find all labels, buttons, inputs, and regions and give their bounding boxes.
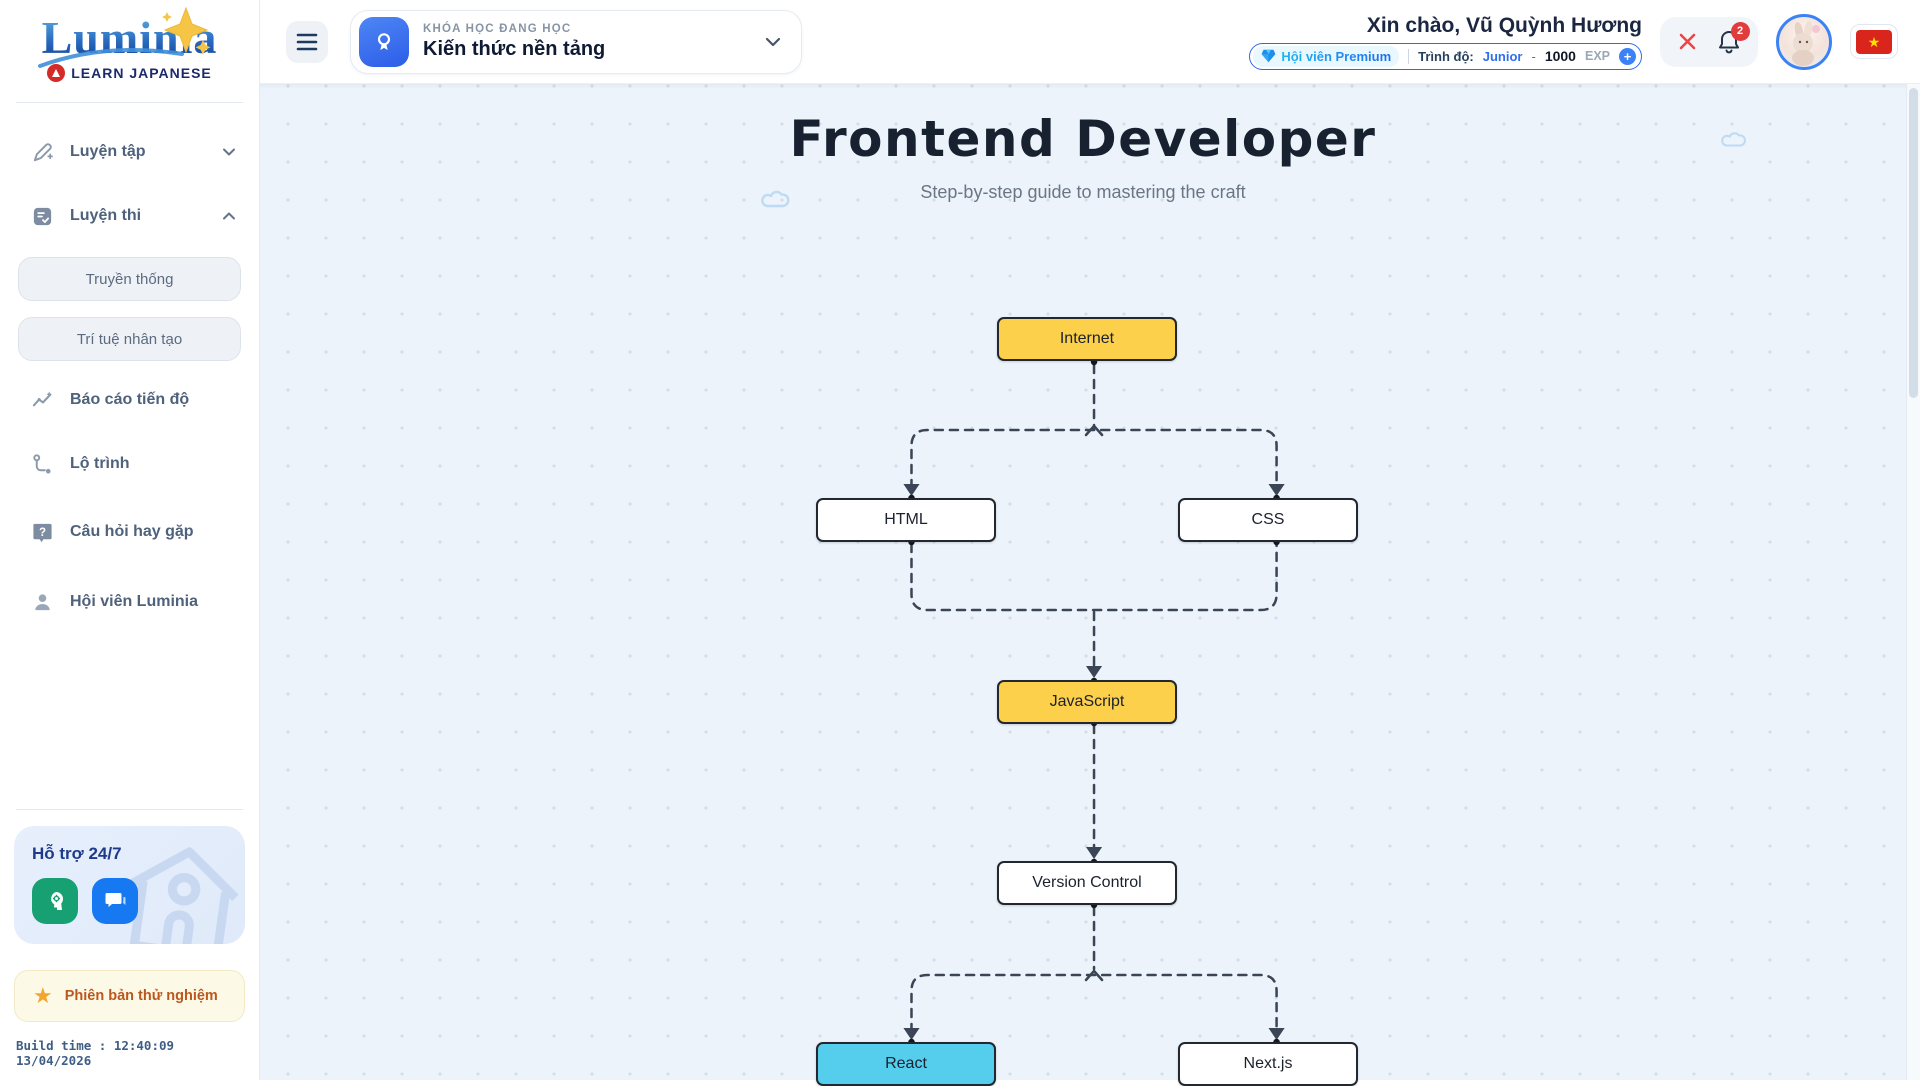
- sidebar-item-cau-hoi-hay-gap[interactable]: ? Câu hỏi hay gặp: [0, 509, 259, 555]
- close-icon: [1678, 32, 1697, 51]
- user-greeting-block: Xin chào, Vũ Quỳnh Hương Hội viên Premiu…: [1249, 14, 1642, 70]
- roadmap-node-html[interactable]: HTML: [816, 498, 996, 542]
- subitem-label: Truyền thống: [86, 271, 174, 288]
- avatar-bunny-illustration: [1779, 17, 1829, 67]
- support-card: Hỗ trợ 24/7: [14, 826, 245, 944]
- exp-label: EXP: [1585, 49, 1610, 63]
- node-label: HTML: [884, 511, 928, 529]
- roadmap-node-javascript[interactable]: JavaScript: [997, 680, 1177, 724]
- sidebar-item-label: Lộ trình: [70, 455, 237, 473]
- scrollbar-thumb[interactable]: [1909, 88, 1918, 398]
- sidebar-item-bao-cao-tien-do[interactable]: Báo cáo tiến độ: [0, 377, 259, 423]
- brand-mark-icon: [47, 64, 65, 82]
- chevron-down-icon: [221, 144, 237, 160]
- node-label: Internet: [1060, 330, 1114, 348]
- sidebar-item-luyen-tap[interactable]: Luyện tập: [0, 129, 259, 175]
- hamburger-icon: [296, 33, 318, 51]
- level-dash: -: [1531, 49, 1535, 64]
- sidebar-item-label: Luyện thi: [70, 207, 205, 225]
- chevron-down-icon: [763, 32, 783, 52]
- svg-text:?: ?: [38, 527, 45, 539]
- brand-logo[interactable]: Luminia LEARN JAPANESE: [0, 0, 259, 92]
- roadmap-node-css[interactable]: CSS: [1178, 498, 1358, 542]
- roadmap-canvas[interactable]: Frontend Developer Step-by-step guide to…: [260, 84, 1920, 1080]
- flag-star-icon: ★: [1868, 35, 1881, 49]
- question-icon: ?: [30, 520, 54, 544]
- top-header: KHÓA HỌC ĐANG HỌC Kiến thức nền tảng Xin…: [260, 0, 1920, 84]
- sidebar-subitem-truyen-thong[interactable]: Truyền thống: [18, 257, 241, 301]
- ai-tutor-button[interactable]: [32, 878, 78, 924]
- add-exp-button[interactable]: +: [1619, 48, 1636, 65]
- sidebar-item-label: Hội viên Luminia: [70, 593, 237, 611]
- sidebar-item-luyen-thi[interactable]: Luyện thi: [0, 193, 259, 239]
- roadmap-node-nextjs[interactable]: Next.js: [1178, 1042, 1358, 1086]
- person-icon: [30, 590, 54, 614]
- support-title: Hỗ trợ 24/7: [32, 844, 229, 864]
- divider: [16, 809, 243, 810]
- hamburger-menu-button[interactable]: [286, 21, 328, 63]
- sidebar-item-label: Báo cáo tiến độ: [70, 391, 237, 409]
- node-label: Next.js: [1244, 1055, 1293, 1073]
- chat-support-button[interactable]: [92, 878, 138, 924]
- notifications-button[interactable]: 2: [1717, 29, 1741, 55]
- greeting-text: Xin chào, Vũ Quỳnh Hương: [1367, 14, 1642, 38]
- divider: [1408, 49, 1409, 64]
- pencil-icon: [30, 140, 54, 164]
- sidebar-item-label: Luyện tập: [70, 143, 205, 161]
- build-time-text: Build time : 12:40:09 13/04/2026: [14, 1038, 245, 1068]
- sidebar-item-label: Câu hỏi hay gặp: [70, 523, 237, 541]
- trial-version-badge: ★ Phiên bản thử nghiệm: [14, 970, 245, 1022]
- membership-label: Hội viên Premium: [1281, 49, 1391, 64]
- route-icon: [30, 452, 54, 476]
- course-eyebrow: KHÓA HỌC ĐANG HỌC: [423, 23, 749, 35]
- premium-chip: Hội viên Premium: [1253, 46, 1399, 67]
- roadmap-edges: [260, 84, 1920, 1080]
- sidebar-footer: Hỗ trợ 24/7 ★ Phiên bản thử nghiệm Build…: [0, 809, 259, 1080]
- progress-chart-icon: [30, 388, 54, 412]
- vertical-scrollbar[interactable]: [1906, 84, 1920, 1080]
- diamond-icon: [1261, 49, 1276, 63]
- exp-value: 1000: [1545, 48, 1576, 64]
- sidebar: Luminia LEARN JAPANESE Luyện tập Luyện t…: [0, 0, 260, 1080]
- close-button[interactable]: [1678, 32, 1697, 51]
- checklist-icon: [30, 204, 54, 228]
- award-icon: [359, 17, 409, 67]
- node-label: CSS: [1252, 511, 1285, 529]
- roadmap-node-internet[interactable]: Internet: [997, 317, 1177, 361]
- node-label: React: [885, 1055, 927, 1073]
- sparkle-icon: [157, 6, 215, 58]
- course-title: Kiến thức nền tảng: [423, 38, 749, 61]
- chat-icon: [103, 889, 127, 913]
- roadmap-node-version-control[interactable]: Version Control: [997, 861, 1177, 905]
- node-label: JavaScript: [1050, 693, 1125, 711]
- node-label: Version Control: [1032, 874, 1141, 892]
- sidebar-item-lo-trinh[interactable]: Lộ trình: [0, 441, 259, 487]
- level-label: Trình độ:: [1418, 49, 1474, 64]
- star-icon: ★: [33, 985, 53, 1007]
- chevron-up-icon: [221, 208, 237, 224]
- roadmap-node-react[interactable]: React: [816, 1042, 996, 1086]
- header-actions-group: 2: [1660, 17, 1758, 67]
- level-value: Junior: [1483, 49, 1523, 64]
- brain-icon: [43, 889, 67, 913]
- notification-count-badge: 2: [1731, 22, 1750, 41]
- course-selector[interactable]: KHÓA HỌC ĐANG HỌC Kiến thức nền tảng: [350, 10, 802, 74]
- membership-status-pill: Hội viên Premium Trình độ: Junior - 1000…: [1249, 43, 1642, 70]
- sidebar-subitem-tri-tue-nhan-tao[interactable]: Trí tuệ nhân tạo: [18, 317, 241, 361]
- vietnam-flag-icon: ★: [1856, 30, 1892, 54]
- language-flag-button[interactable]: ★: [1850, 24, 1898, 59]
- sidebar-item-hoi-vien-luminia[interactable]: Hội viên Luminia: [0, 579, 259, 625]
- avatar[interactable]: [1776, 14, 1832, 70]
- subitem-label: Trí tuệ nhân tạo: [77, 331, 182, 348]
- trial-version-label: Phiên bản thử nghiệm: [65, 988, 218, 1004]
- sidebar-nav: Luyện tập Luyện thi Truyền thống Trí tuệ…: [0, 121, 259, 643]
- divider: [16, 102, 243, 103]
